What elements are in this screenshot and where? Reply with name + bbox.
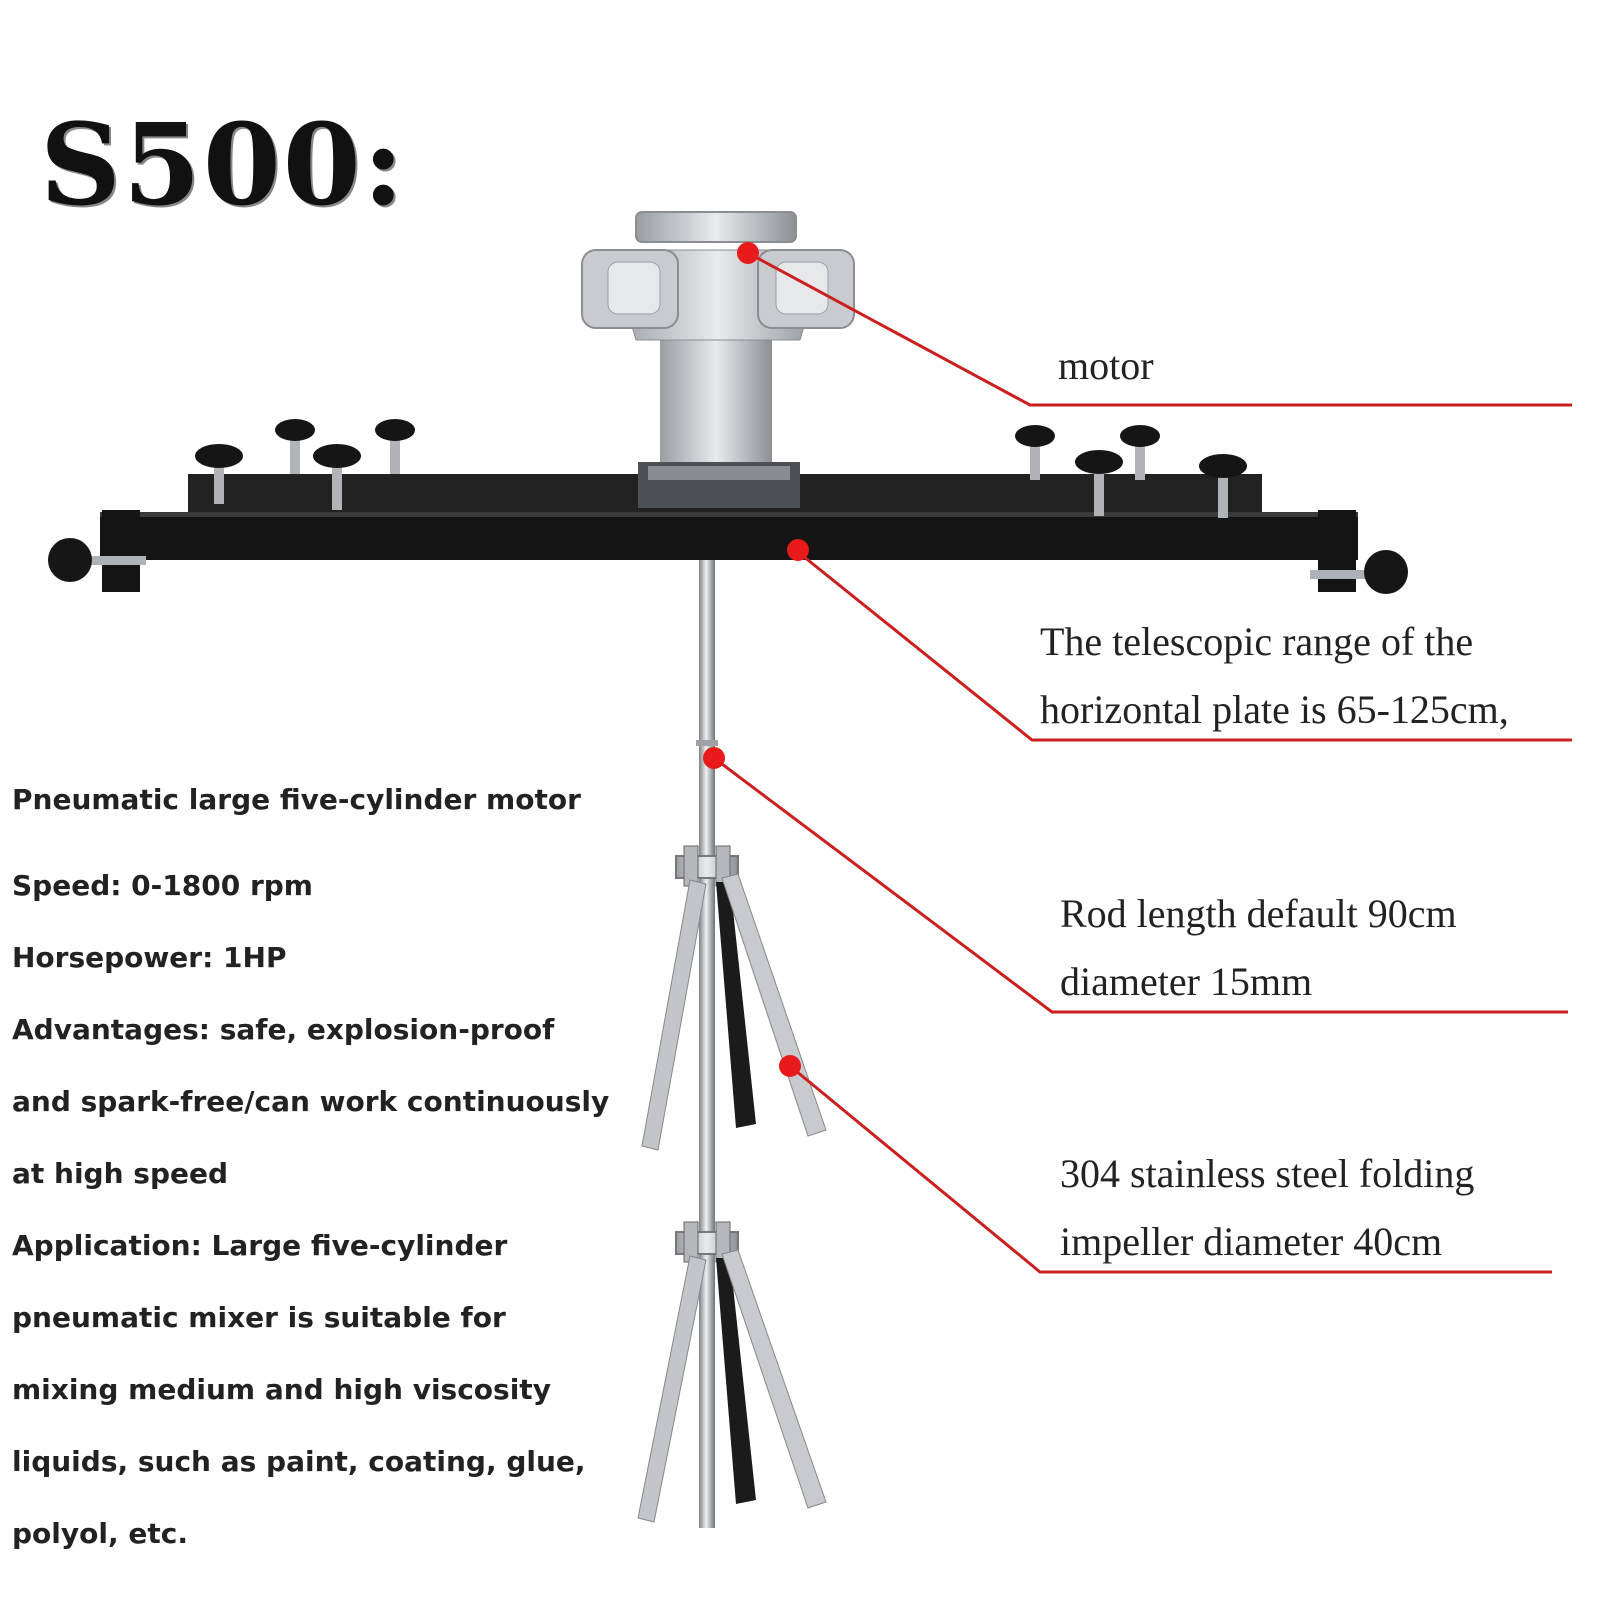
motor-leader [747,251,1572,407]
knob-icon [1075,450,1123,516]
rod-callout: Rod length default 90cm diameter 15mm [1060,880,1457,1016]
spec-line: and spark-free/can work continuously [12,1085,610,1118]
upper-impeller [641,845,827,1151]
spec-line: mixing medium and high viscosity [12,1373,551,1406]
spec-line: polyol, etc. [12,1517,188,1550]
spec-line: Speed: 0-1800 rpm [12,869,313,902]
knob-icon [1199,454,1247,518]
impeller-callout-line1: 304 stainless steel folding [1060,1151,1475,1196]
impeller-callout: 304 stainless steel folding impeller dia… [1060,1140,1474,1276]
knob-icon [275,419,315,474]
knob-icon [313,444,361,510]
knob-icon [1015,425,1055,480]
pneumatic-motor [581,211,855,508]
knob-icon [375,419,415,474]
spec-list: Pneumatic large five-cylinder motor Spee… [12,782,612,1588]
adjustment-knobs [195,419,1247,518]
plate-marker [787,539,809,561]
rod-callout-line2: diameter 15mm [1060,959,1313,1004]
motor-marker [737,242,759,264]
knob-icon [1120,425,1160,480]
callout-markers [703,242,809,1077]
spec-line: at high speed [12,1157,229,1190]
stirring-rod [696,548,718,1528]
spec-line: Advantages: safe, explosion-proof [12,1013,555,1046]
knob-icon [195,444,243,504]
model-title: S500: [40,100,407,231]
rod-marker [703,747,725,769]
spec-line: liquids, such as paint, coating, glue, [12,1445,586,1478]
spec-line: Horsepower: 1HP [12,941,287,974]
rod-callout-line1: Rod length default 90cm [1060,891,1457,936]
impeller-leader [789,1064,1552,1274]
motor-callout-text: motor [1058,343,1154,388]
spec-line: Pneumatic large five-cylinder motor [12,783,581,816]
lower-impeller [637,1221,827,1523]
spec-line: pneumatic mixer is suitable for [12,1301,506,1334]
impeller-callout-line2: impeller diameter 40cm [1060,1219,1443,1264]
plate-callout-line2: horizontal plate is 65-125cm, [1040,687,1509,732]
impeller-marker [779,1055,801,1077]
spec-line: Application: Large five-cylinder [12,1229,508,1262]
plate-callout: The telescopic range of the horizontal p… [1040,608,1509,744]
plate-callout-line1: The telescopic range of the [1040,619,1474,664]
leader-lines [713,251,1572,1274]
rod-leader [713,756,1568,1014]
plate-leader [797,550,1572,742]
motor-callout: motor [1058,332,1154,400]
